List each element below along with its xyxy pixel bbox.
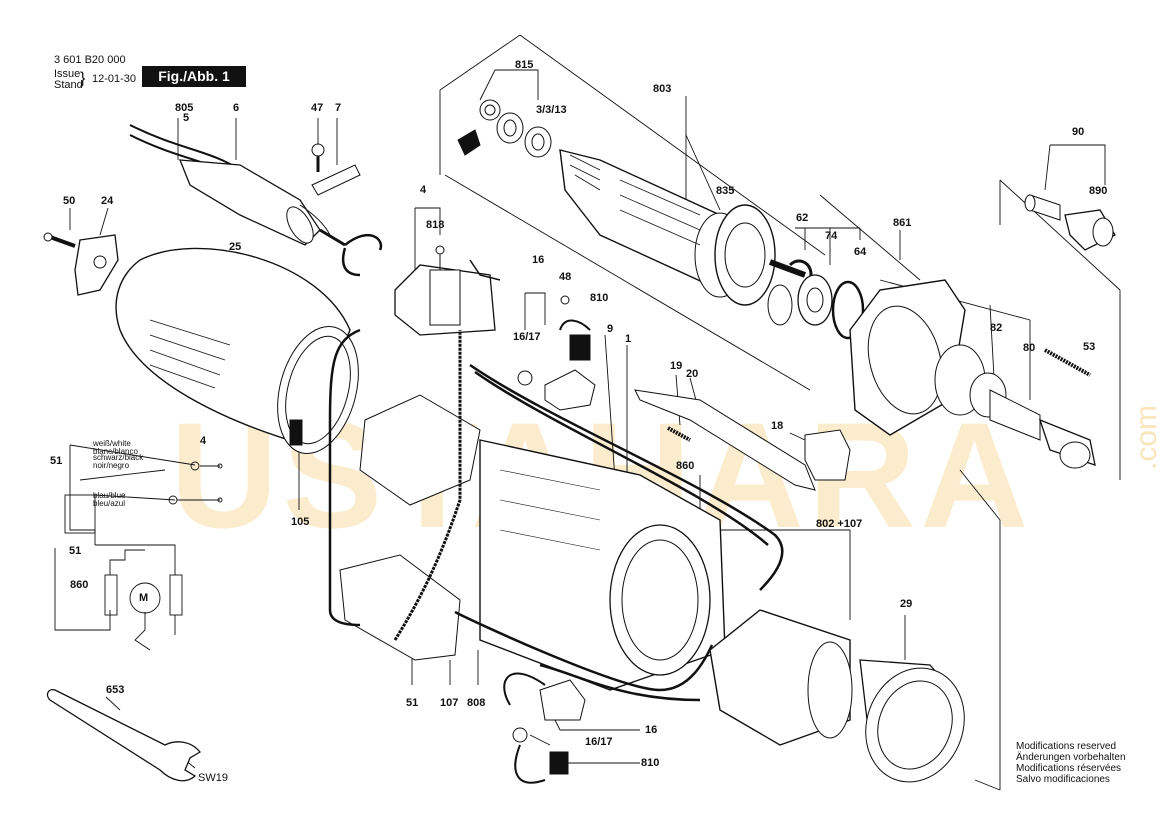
callout-20: 20 [686,368,699,380]
callout-80: 80 [1023,342,1036,354]
figure-label: Fig./Abb. 1 [142,66,246,87]
callout-810-top: 810 [590,292,609,304]
callout-50: 50 [63,195,76,207]
callout-6: 6 [233,102,240,114]
callout-4-schematic: 4 [200,435,207,447]
callout-62: 62 [796,212,809,224]
callout-16-top: 16 [532,254,545,266]
callout-818: 818 [426,219,445,231]
callout-810-bottom: 810 [641,757,660,769]
wire-white-label: weiß/white [93,439,131,448]
callout-82: 82 [990,322,1003,334]
callout-48: 48 [559,271,572,283]
callout-9: 9 [607,323,614,335]
brace: } [80,70,86,87]
bearing-set [767,259,865,340]
callout-16-bottom: 16 [645,724,658,736]
wire-black-label-2: noir/negro [93,461,130,470]
callout-802-107: 802 +107 [816,518,863,530]
callout-19: 19 [670,360,683,372]
brush-holder-bottom [503,672,586,784]
callout-sw19: SW19 [198,772,228,784]
screw-and-clip [311,143,361,196]
issue-date: 12-01-30 [92,73,137,85]
stand-label: Stand [54,79,83,91]
callout-835: 835 [716,185,735,197]
callout-808: 808 [467,697,486,709]
callout-653: 653 [106,684,125,696]
issue-label: Issue [54,68,81,80]
callout-890: 890 [1089,185,1108,197]
callout-105: 105 [291,516,310,528]
screw-53 [1044,348,1091,377]
wire-blue-label-2: bleu/azul [93,499,126,508]
modifications-note: Modifications reserved Änderungen vorbeh… [1016,741,1126,785]
wire-blue-label: blau/blue [93,491,126,500]
power-cord [129,124,383,277]
callout-64: 64 [854,246,867,258]
callout-18: 18 [771,420,784,432]
callout-47: 47 [311,102,324,114]
callout-1: 1 [625,333,632,345]
collet-nut [1024,194,1116,251]
wiring-schematic [54,444,223,651]
callout-24: 24 [101,195,114,207]
note-line: Modifications reserved [1016,741,1117,752]
note-line: Änderungen vorbehalten [1016,752,1126,763]
leader-lines [69,34,1121,791]
callout-107: 107 [440,697,459,709]
callout-51-left: 51 [50,455,63,467]
main-housing [339,394,726,691]
note-line: Salvo modificaciones [1016,774,1110,785]
wiring-harness [328,328,784,702]
callout-16-17-bottom: 16/17 [585,736,613,748]
wire-black-label: schwarz/black [93,453,144,462]
wire-white-label-2: blanc/blanco [93,447,138,456]
callout-51-bottom: 51 [406,697,419,709]
armature-assembly [457,99,807,306]
callout-5: 5 [183,112,190,124]
gear-head [849,279,1096,469]
callout-53: 53 [1083,341,1096,353]
field-coil [709,609,965,783]
motor-housing [115,247,359,455]
callout-3-3-13: 3/3/13 [536,104,567,116]
brush-holder-top [517,295,596,411]
callout-4-switch: 4 [420,184,427,196]
callout-29: 29 [900,598,913,610]
note-line: Modifications réservées [1016,763,1122,774]
lock-bar [634,389,851,491]
callout-860-top: 860 [676,460,695,472]
callout-815: 815 [515,59,534,71]
motor-symbol: M [139,592,149,604]
callout-7: 7 [335,102,342,114]
wrench [46,689,201,782]
part-number: 3 601 B20 000 [54,54,126,66]
switch-assembly [394,245,501,336]
callout-51-schematic: 51 [69,545,82,557]
callout-805: 805 [175,102,194,114]
callout-74: 74 [825,230,838,242]
callout-16-17-top: 16/17 [513,331,541,343]
callout-861: 861 [893,217,912,229]
callout-860-schematic: 860 [70,579,89,591]
knob-and-screw [43,232,119,296]
callout-803: 803 [653,83,672,95]
callout-25: 25 [229,241,242,253]
callout-90: 90 [1072,126,1085,138]
